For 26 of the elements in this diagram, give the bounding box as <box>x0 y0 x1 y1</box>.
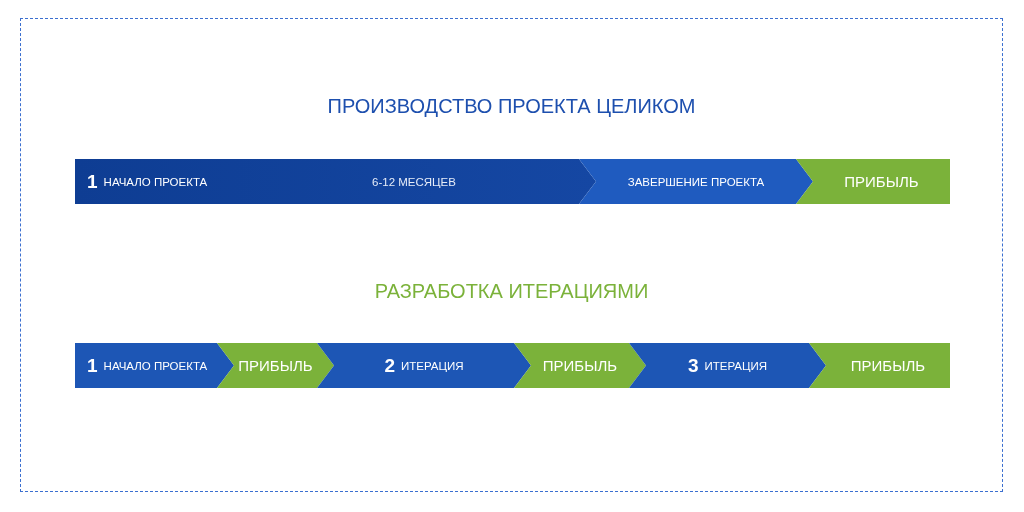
step-label: НАЧАЛО ПРОЕКТА <box>103 175 208 188</box>
timeline-segment <box>217 343 334 388</box>
step-number: 3 <box>687 354 699 377</box>
step-label: НАЧАЛО ПРОЕКТА <box>103 359 208 372</box>
step-number: 2 <box>384 354 395 377</box>
timeline-segment <box>75 159 596 204</box>
section-heading: ПРОИЗВОДСТВО ПРОЕКТА ЦЕЛИКОМ <box>326 94 697 118</box>
profit-label: ПРИБЫЛЬ <box>850 357 926 374</box>
step-number: 1 <box>87 170 98 193</box>
duration-label: 6-12 МЕСЯЦЕВ <box>372 175 456 188</box>
step-label: ЗАВЕРШЕНИЕ ПРОЕКТА <box>627 175 765 188</box>
timeline-segment <box>514 343 646 388</box>
dashed-frame <box>20 18 1003 492</box>
timeline-segment <box>629 343 826 388</box>
section-heading: РАЗРАБОТКА ИТЕРАЦИЯМИ <box>373 279 650 303</box>
profit-label: ПРИБЫЛЬ <box>238 357 313 374</box>
step-label: ИТЕРАЦИЯ <box>704 359 768 372</box>
timeline-segment <box>796 159 950 204</box>
timeline-segment <box>75 343 234 388</box>
step-number: 1 <box>87 354 98 377</box>
timeline-segment <box>579 159 813 204</box>
step-label: ИТЕРАЦИЯ <box>400 359 464 372</box>
timeline-segment <box>317 343 531 388</box>
timeline-segment <box>809 343 950 388</box>
profit-label: ПРИБЫЛЬ <box>844 173 919 190</box>
profit-label: ПРИБЫЛЬ <box>542 357 618 374</box>
